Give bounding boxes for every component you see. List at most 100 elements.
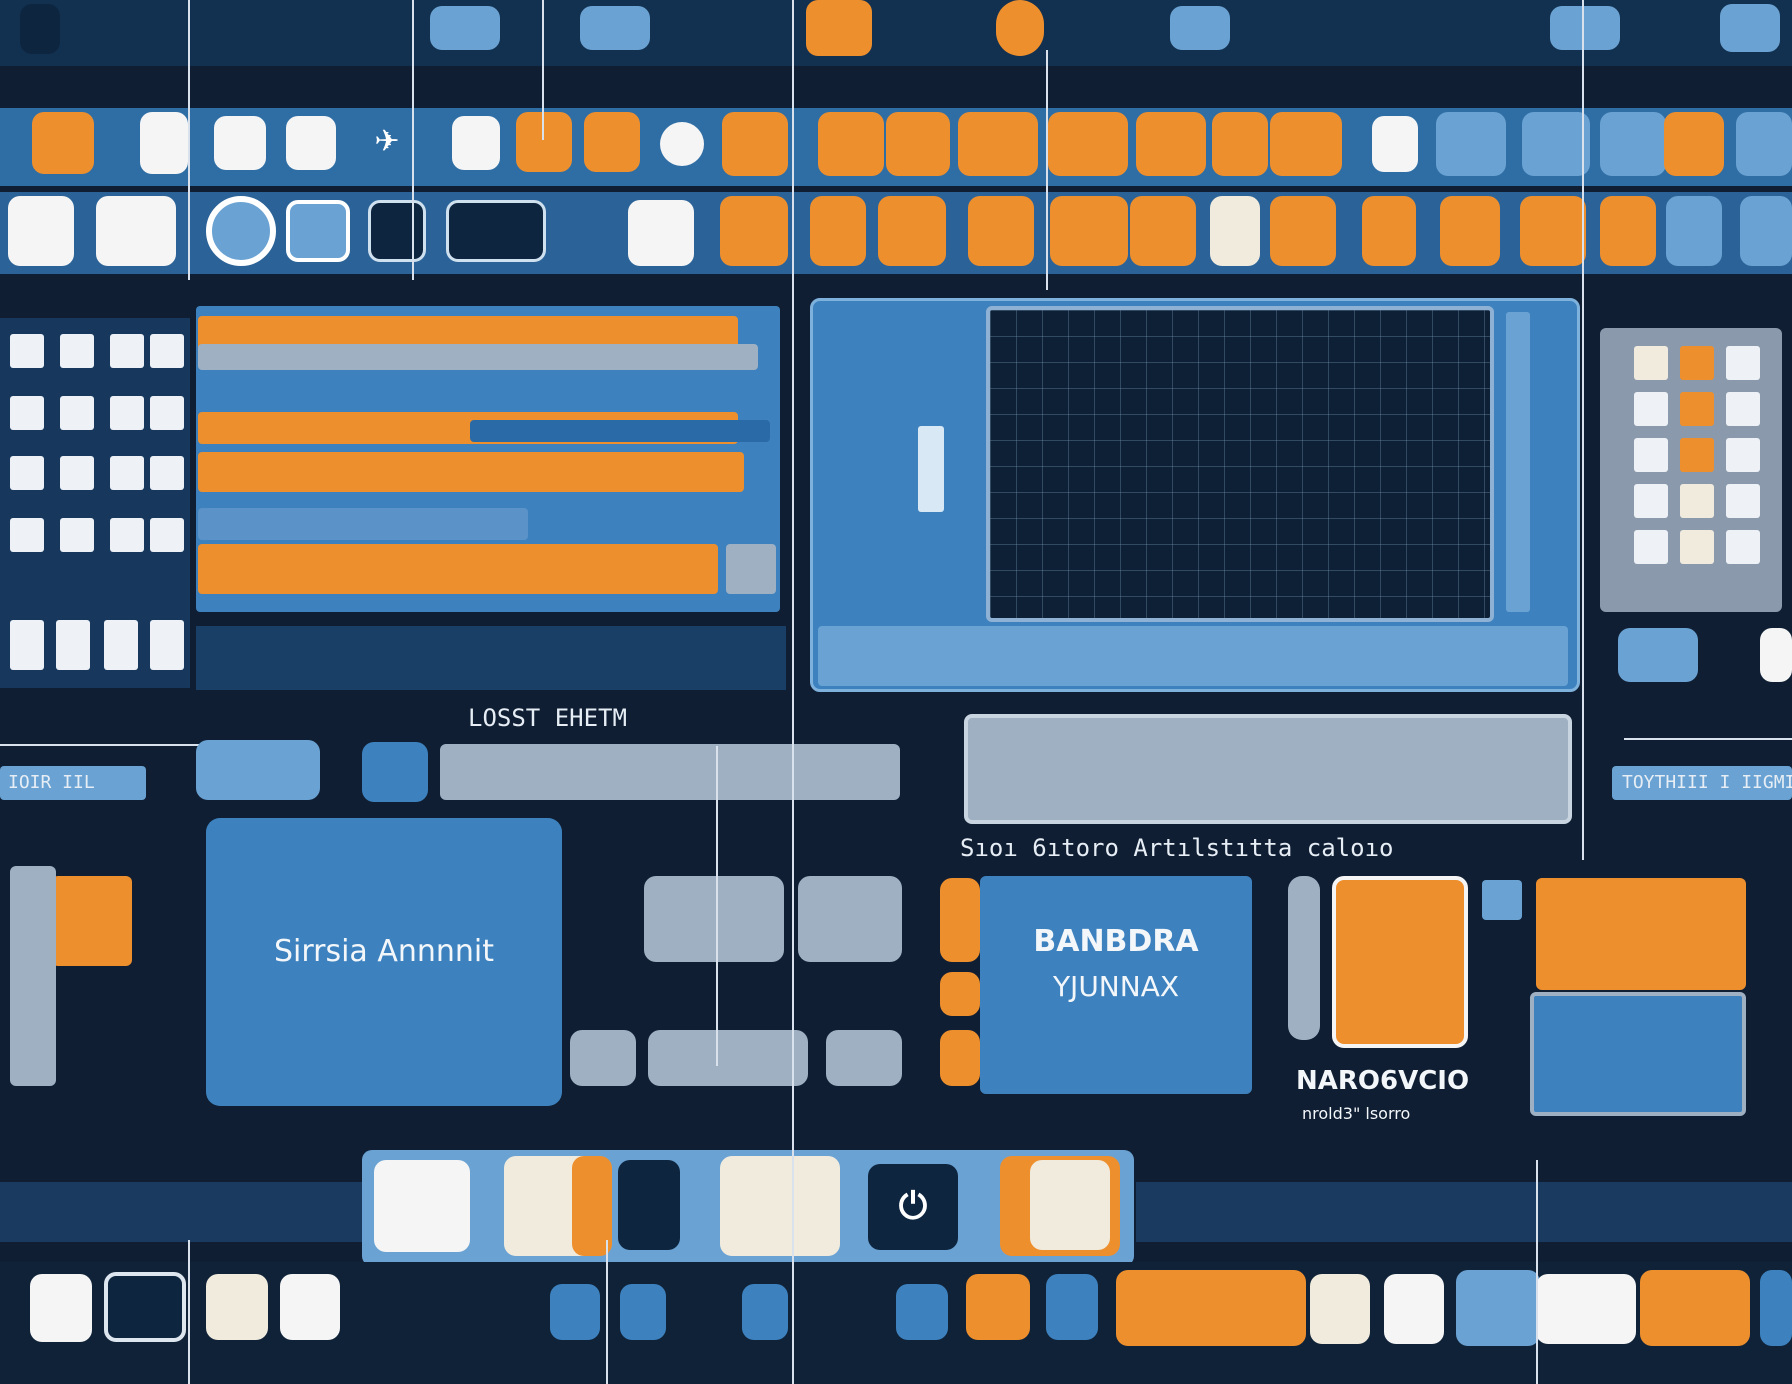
right-tag[interactable] xyxy=(1612,766,1792,800)
app-icon[interactable] xyxy=(1760,1270,1792,1346)
app-icon[interactable] xyxy=(896,1284,948,1340)
left-tag[interactable] xyxy=(0,766,146,800)
lock-icon[interactable] xyxy=(286,200,350,262)
app-icon[interactable] xyxy=(1520,196,1586,266)
side-tile[interactable] xyxy=(52,876,132,966)
grid-cell[interactable] xyxy=(1680,392,1714,426)
power-icon[interactable]: ⏻ xyxy=(898,1186,928,1227)
circle-icon[interactable] xyxy=(660,122,704,166)
grid-cell[interactable] xyxy=(110,456,144,490)
app-icon[interactable] xyxy=(818,112,884,176)
grid-cell[interactable] xyxy=(56,620,90,670)
top-tile[interactable] xyxy=(1170,6,1230,50)
top-tile[interactable] xyxy=(430,6,500,50)
app-icon[interactable] xyxy=(620,1284,666,1340)
app-icon[interactable] xyxy=(1048,112,1128,176)
grid-cell[interactable] xyxy=(10,456,44,490)
top-tile[interactable] xyxy=(1720,4,1780,52)
document-icon[interactable] xyxy=(1536,1274,1636,1344)
grid-cell[interactable] xyxy=(150,518,184,552)
grid-cell[interactable] xyxy=(10,518,44,552)
document-icon[interactable] xyxy=(1030,1160,1110,1250)
top-tile[interactable] xyxy=(580,6,650,50)
document-icon[interactable] xyxy=(628,200,694,266)
app-icon[interactable] xyxy=(32,112,94,174)
grid-cell[interactable] xyxy=(1634,392,1668,426)
app-icon[interactable] xyxy=(1362,196,1416,266)
app-icon[interactable] xyxy=(1600,112,1666,176)
grid-cell[interactable] xyxy=(60,518,94,552)
document-icon[interactable] xyxy=(368,200,426,262)
round-button[interactable] xyxy=(362,742,428,802)
calendar-icon[interactable] xyxy=(516,112,572,172)
document-icon[interactable] xyxy=(214,116,266,170)
top-tile[interactable] xyxy=(1550,6,1620,50)
orange-tab[interactable] xyxy=(940,878,980,962)
app-icon[interactable] xyxy=(720,196,788,266)
menu-icon[interactable] xyxy=(280,1274,340,1340)
grid-cell[interactable] xyxy=(10,620,44,670)
document-icon[interactable] xyxy=(1210,196,1260,266)
vertical-slider[interactable] xyxy=(1288,876,1320,1040)
grid-cell[interactable] xyxy=(110,396,144,430)
stack-button[interactable] xyxy=(648,1030,808,1086)
circle-icon[interactable] xyxy=(206,196,276,266)
right-tile[interactable] xyxy=(1760,628,1792,682)
app-icon[interactable] xyxy=(1600,196,1656,266)
grid-cell[interactable] xyxy=(110,334,144,368)
color-block[interactable] xyxy=(1536,878,1746,990)
grid-cell[interactable] xyxy=(1634,530,1668,564)
menu-icon[interactable] xyxy=(30,1274,92,1342)
app-icon[interactable] xyxy=(1456,1270,1540,1346)
app-icon[interactable] xyxy=(1664,112,1724,176)
app-icon[interactable] xyxy=(810,196,866,266)
color-block[interactable] xyxy=(1332,876,1468,1048)
right-tile[interactable] xyxy=(1618,628,1698,682)
toggle-button[interactable] xyxy=(196,740,320,800)
app-icon[interactable] xyxy=(584,112,640,172)
app-icon[interactable] xyxy=(1740,196,1792,266)
app-icon[interactable] xyxy=(1270,196,1336,266)
grid-cell[interactable] xyxy=(1726,438,1760,472)
grid-cell[interactable] xyxy=(60,456,94,490)
grid-cell[interactable] xyxy=(1680,346,1714,380)
orange-tab[interactable] xyxy=(940,972,980,1016)
grid-cell[interactable] xyxy=(1726,392,1760,426)
side-tile[interactable] xyxy=(10,866,56,1086)
grid-icon[interactable] xyxy=(286,116,336,170)
slider-track[interactable] xyxy=(440,744,900,800)
app-icon[interactable] xyxy=(206,1274,268,1340)
grid-cell[interactable] xyxy=(1680,484,1714,518)
grid-cell[interactable] xyxy=(60,396,94,430)
grid-cell[interactable] xyxy=(1680,438,1714,472)
document-icon[interactable] xyxy=(452,116,500,170)
bird-icon[interactable] xyxy=(8,196,74,266)
grid-cell[interactable] xyxy=(1634,346,1668,380)
stack-button[interactable] xyxy=(570,1030,636,1086)
app-icon[interactable] xyxy=(104,1272,186,1342)
calendar-icon[interactable] xyxy=(878,196,946,266)
app-icon[interactable] xyxy=(886,112,950,176)
app-icon[interactable] xyxy=(1212,112,1268,176)
app-icon[interactable] xyxy=(1736,112,1792,176)
grid-cell[interactable] xyxy=(104,620,138,670)
app-icon[interactable] xyxy=(1130,196,1196,266)
grid-cell[interactable] xyxy=(60,334,94,368)
app-icon[interactable] xyxy=(958,112,1038,176)
power-icon[interactable] xyxy=(868,1164,958,1250)
orange-tab[interactable] xyxy=(940,1030,980,1086)
app-icon[interactable] xyxy=(1050,196,1128,266)
grid-cell[interactable] xyxy=(110,518,144,552)
app-icon[interactable] xyxy=(1666,196,1722,266)
document-icon[interactable] xyxy=(1372,116,1418,172)
stack-button[interactable] xyxy=(644,876,784,962)
app-icon[interactable] xyxy=(1116,1270,1306,1346)
grid-cell[interactable] xyxy=(10,396,44,430)
menu-icon[interactable] xyxy=(446,200,546,262)
app-icon[interactable] xyxy=(1270,112,1342,176)
grid-cell[interactable] xyxy=(1726,346,1760,380)
color-block[interactable] xyxy=(1530,992,1746,1116)
calendar-icon[interactable] xyxy=(374,1160,470,1252)
app-icon[interactable] xyxy=(1436,112,1506,176)
app-icon[interactable] xyxy=(618,1160,680,1250)
